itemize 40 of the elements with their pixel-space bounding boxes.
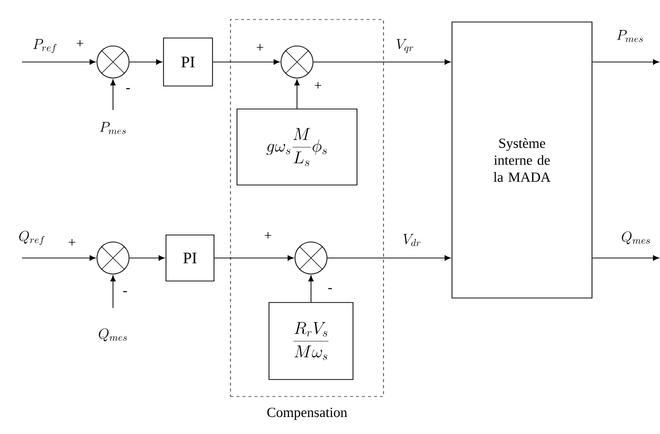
edge-label: $V_{qr}$ xyxy=(394,38,416,54)
controller-block: PI xyxy=(163,38,213,86)
edge-label: $Q_{mes}$ xyxy=(97,328,129,342)
edge-label: $P_{mes}$ xyxy=(98,121,128,135)
sign-label: + xyxy=(76,40,84,47)
summing-junction xyxy=(96,46,130,78)
gain-block: $g\omega_s \frac{M}{L_s}\phi_s$ xyxy=(236,108,358,186)
arrow xyxy=(592,255,659,261)
node-label: Compensation xyxy=(267,408,348,420)
edge-label: $V_{dr}$ xyxy=(402,233,422,247)
summing-junction xyxy=(280,46,314,78)
arrow xyxy=(327,255,451,261)
arrow xyxy=(313,59,451,65)
edge-label: $P_{mes}$ xyxy=(615,29,645,43)
arrow xyxy=(592,59,659,65)
arrow xyxy=(110,79,116,110)
arrow xyxy=(22,59,96,65)
arrow xyxy=(22,255,96,261)
sign-label: - xyxy=(123,291,127,292)
edge-label: $Q_{mes}$ xyxy=(620,230,652,246)
sign-label: + xyxy=(68,239,76,246)
arrow xyxy=(294,79,300,109)
arrow xyxy=(212,59,280,65)
arrow xyxy=(214,255,294,261)
sign-label: - xyxy=(328,288,332,290)
sign-label: - xyxy=(126,88,130,90)
summing-junction xyxy=(96,242,130,274)
sign-label: + xyxy=(264,232,272,239)
edge-label: $P_{ref}$ xyxy=(32,38,58,54)
gain-block: $\frac{R_r V_s}{M\omega_s}$ xyxy=(268,302,354,380)
controller-block: PI xyxy=(166,234,214,282)
arrow xyxy=(110,275,116,308)
sign-label: + xyxy=(256,44,264,51)
arrow xyxy=(308,275,314,302)
sign-label: + xyxy=(314,82,322,89)
arrow xyxy=(129,255,165,261)
arrow xyxy=(129,59,162,65)
edge-label: $Q_{ref}$ xyxy=(18,230,46,246)
summing-junction xyxy=(294,242,328,274)
system-block: Système interne de la MADA xyxy=(452,22,592,298)
